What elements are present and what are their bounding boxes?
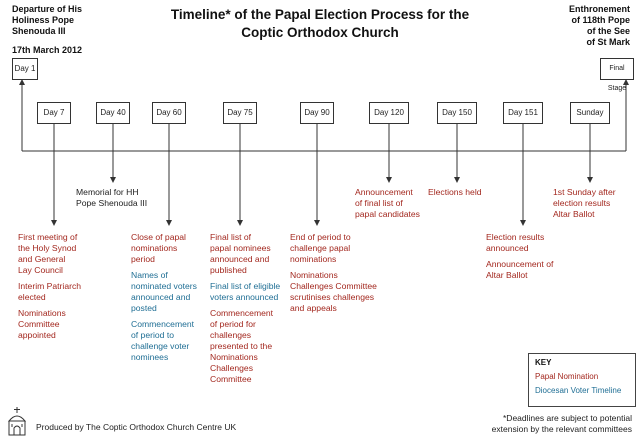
right-header-line: of 118th Pope: [571, 15, 630, 25]
key-papal-nomination: Papal Nomination: [535, 372, 599, 381]
page-title: Timeline* of the Papal Election Process …: [150, 6, 490, 42]
left-header-line: Shenouda III: [12, 26, 66, 36]
milestone-day-40: Day 40: [96, 102, 130, 124]
left-header-line: Departure of His: [12, 4, 83, 14]
deadline-note: *Deadlines are subject to potential exte…: [492, 413, 632, 435]
milestone-day-151: Day 151: [503, 102, 543, 124]
event-text: Commencement of period for challenges pr…: [210, 308, 274, 384]
sunday-events: 1st Sunday after election results Altar …: [553, 187, 635, 225]
day75-events: Final list of papal nominees announced a…: [210, 232, 298, 390]
key-diocesan-voter: Diocesan Voter Timeline: [535, 386, 622, 395]
milestone-day-150: Day 150: [437, 102, 477, 124]
milestone-day-7: Day 7: [37, 102, 71, 124]
event-text: Nominations Challenges Committee scrutin…: [290, 270, 377, 313]
footer-credit: Produced by The Coptic Orthodox Church C…: [36, 422, 237, 432]
event-text: Nominations Committee appointed: [18, 308, 66, 340]
right-header-line: of the See: [586, 26, 630, 36]
right-header-line: of St Mark: [586, 37, 630, 47]
title-line-1: Timeline* of the Papal Election Process …: [170, 7, 470, 22]
day7-events: First meeting of the Holy Synod and Gene…: [18, 232, 108, 346]
event-text: Election results announced: [486, 232, 545, 253]
left-header-line: Holiness Pope: [12, 15, 75, 25]
milestone-day-120: Day 120: [369, 102, 409, 124]
milestone-day-75: Day 75: [223, 102, 257, 124]
event-text: 1st Sunday after election results Altar …: [553, 187, 616, 219]
day120-events: Announcement of final list of papal cand…: [355, 187, 435, 225]
day40-events: Memorial for HH Pope Shenouda III: [76, 187, 176, 214]
event-text: End of period to challenge papal nominat…: [290, 232, 351, 264]
note-line: *Deadlines are subject to potential: [503, 413, 632, 423]
milestone-sunday: Sunday: [570, 102, 610, 124]
note-line: extension by the relevant committees: [491, 424, 632, 434]
right-header-line: Enthronement: [568, 4, 630, 14]
left-header-date: 17th March 2012: [12, 45, 83, 55]
milestone-day-90: Day 90: [300, 102, 334, 124]
day90-events: End of period to challenge papal nominat…: [290, 232, 394, 319]
milestone-day-1: Day 1: [12, 58, 38, 80]
day150-events: Elections held: [428, 187, 498, 203]
milestone-final-stage: Final Stage: [600, 58, 634, 92]
event-text: Commencement of period to challenge vote…: [131, 319, 195, 362]
day60-events: Close of papal nominations period Names …: [131, 232, 211, 368]
legend-key: KEY Papal Nomination Diocesan Voter Time…: [528, 353, 636, 407]
event-text: Memorial for HH Pope Shenouda III: [76, 187, 148, 208]
event-text: Announcement of Altar Ballot: [486, 259, 554, 280]
event-text: Final list of eligible voters announced: [210, 281, 281, 302]
left-header: Departure of His Holiness Pope Shenouda …: [12, 4, 82, 56]
key-title: KEY: [535, 358, 552, 367]
day151-events: Election results announced Announcement …: [486, 232, 566, 286]
right-header: Enthronement of 118th Pope of the See of…: [569, 4, 630, 48]
event-text: First meeting of the Holy Synod and Gene…: [18, 232, 78, 275]
event-text: Elections held: [428, 187, 482, 197]
event-text: Announcement of final list of papal cand…: [355, 187, 420, 219]
event-text: Close of papal nominations period: [131, 232, 186, 264]
event-text: Interim Patriarch elected: [18, 281, 82, 302]
event-text: Names of nominated voters announced and …: [131, 270, 197, 313]
church-centre-logo: [7, 407, 27, 436]
title-line-2: Coptic Orthodox Church: [241, 25, 399, 40]
event-text: Final list of papal nominees announced a…: [210, 232, 271, 275]
milestone-day-60: Day 60: [152, 102, 186, 124]
